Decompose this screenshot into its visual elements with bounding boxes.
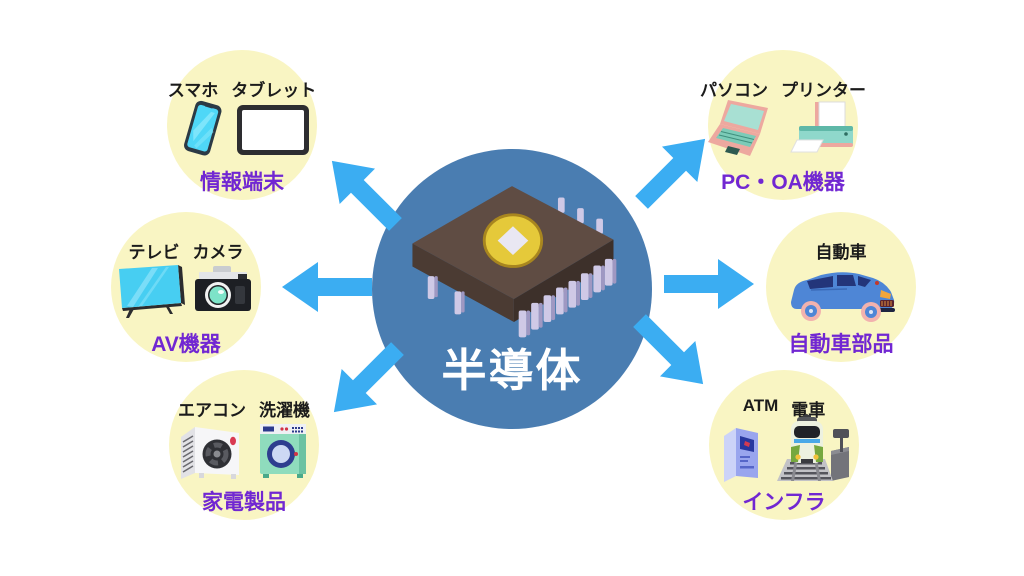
arrow-to-info-terminals <box>331 160 402 231</box>
group-av-equipment: テレビ カメラ <box>101 202 271 372</box>
arrow-to-auto-parts <box>664 259 754 309</box>
item-label-printer: プリンター <box>781 81 866 100</box>
category-label: 家電製品 <box>202 491 286 514</box>
group-pc-oa-equipment: パソコン プリンター <box>698 40 868 210</box>
air-conditioner-icon <box>180 427 239 479</box>
item-label-tablet: タブレット <box>231 81 317 100</box>
item-label-washing-machine: 洗濯機 <box>259 401 310 420</box>
laptop-icon <box>707 100 768 156</box>
atm-icon <box>723 428 758 482</box>
hub-label: 半導体 <box>441 345 583 396</box>
category-label: 自動車部品 <box>788 333 894 356</box>
category-label: インフラ <box>742 491 826 514</box>
tablet-icon <box>236 105 309 155</box>
group-information-terminals: スマホ タブレット 情報端末 <box>157 40 327 210</box>
arrow-to-av-equipment <box>282 262 372 312</box>
item-label-car: 自動車 <box>815 243 867 262</box>
semiconductor-chip-icon <box>412 186 617 338</box>
item-label-air-conditioner: エアコン <box>178 401 246 420</box>
tv-icon <box>118 265 185 318</box>
item-label-train: 電車 <box>791 401 826 420</box>
category-label: AV機器 <box>151 333 221 356</box>
item-label-tv: テレビ <box>128 243 180 262</box>
item-label-smartphone: スマホ <box>167 81 219 100</box>
category-label: 情報端末 <box>200 171 284 194</box>
train-icon <box>776 415 849 481</box>
group-infrastructure: ATM 電車 <box>699 360 869 530</box>
group-auto-parts: 自動車 自動車部品 <box>756 202 926 372</box>
group-home-appliances: エアコン 洗濯機 <box>159 360 329 530</box>
camera-icon <box>194 266 251 311</box>
car-icon <box>791 272 895 322</box>
semiconductor-hub-circle: 半導体 <box>372 149 652 429</box>
printer-icon <box>789 101 853 153</box>
arrow-to-home-appliances <box>333 342 404 413</box>
item-label-atm: ATM <box>742 396 779 415</box>
arrow-to-infrastructure <box>633 314 704 385</box>
arrow-to-pc-oa <box>635 138 706 209</box>
category-label: PC・OA機器 <box>721 171 845 194</box>
washing-machine-icon <box>259 424 306 478</box>
item-label-pc: パソコン <box>700 81 768 100</box>
smartphone-icon <box>183 100 221 156</box>
item-label-camera: カメラ <box>192 243 244 262</box>
